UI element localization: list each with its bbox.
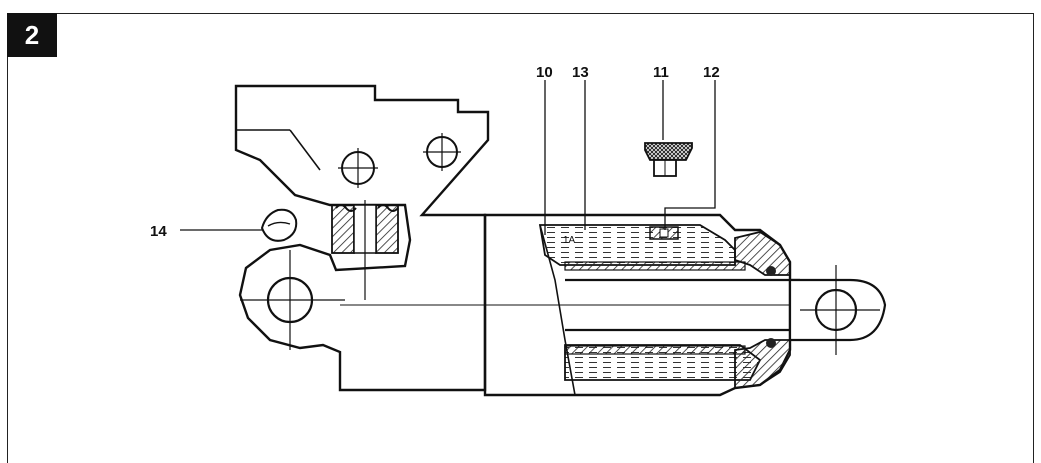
gland-nut: [734, 231, 791, 390]
oil-filler-plug: [649, 226, 679, 240]
figure-frame: [7, 13, 1034, 463]
oil-level-mark: 1A: [563, 235, 576, 246]
piston-rod: [340, 278, 800, 332]
callout-13: 13: [572, 64, 589, 81]
callout-11: 11: [653, 64, 669, 81]
right-eye-mount: [788, 265, 887, 355]
figure-number-badge: 2: [7, 13, 57, 57]
bolt-hole-right: [423, 133, 461, 171]
callout-12: 12: [703, 64, 720, 81]
valve-insert: [331, 200, 399, 300]
bolt-hole-left: [338, 148, 378, 188]
callout-10: 10: [536, 64, 553, 81]
callout-14: 14: [150, 223, 167, 240]
left-eye-mount: [240, 250, 345, 350]
leader-12: [664, 80, 716, 230]
filler-screw: [644, 142, 693, 177]
release-knob: [260, 208, 298, 242]
cylinder-tube: [483, 213, 792, 397]
leader-lines: [180, 80, 716, 235]
